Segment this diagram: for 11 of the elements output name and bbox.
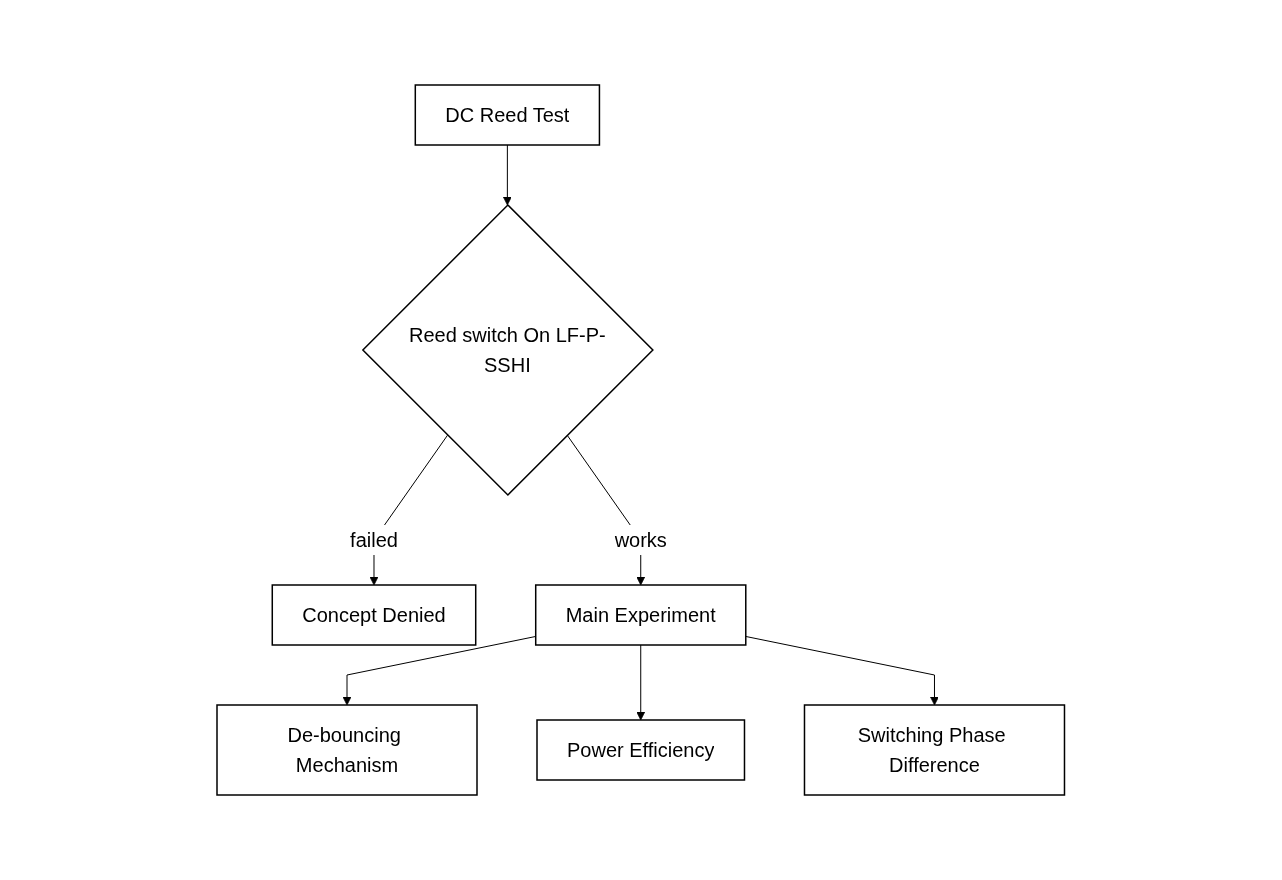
edge-label: works <box>614 529 668 551</box>
edge-label: failed <box>350 529 399 551</box>
node-diamond: Reed switch On LF-P-SSHI <box>362 203 655 497</box>
node-box: Main Experiment <box>535 584 747 646</box>
arrow <box>636 644 646 721</box>
node-box: Power Efficiency <box>536 719 746 781</box>
node-box: DC Reed Test <box>414 84 601 146</box>
node-box: Concept Denied <box>271 584 477 646</box>
node-box: De-bouncing Mechanism <box>216 704 478 796</box>
arrow <box>503 144 512 206</box>
node-box: Switching Phase Difference <box>804 704 1066 796</box>
